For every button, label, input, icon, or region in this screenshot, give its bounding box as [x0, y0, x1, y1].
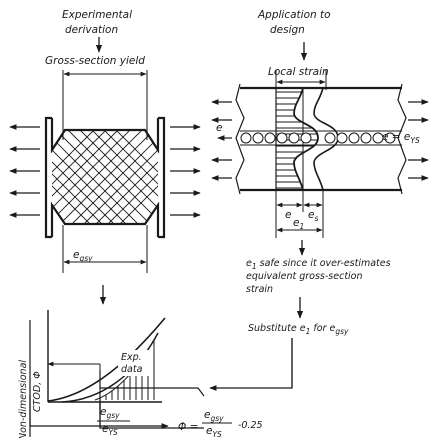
left-load-arrows — [9, 124, 40, 218]
chart-xlabel-den: eYS — [102, 423, 118, 437]
chart-ylabel-line2: CTOD, Φ — [32, 371, 43, 412]
svg-text:strain: strain — [246, 284, 273, 295]
chart-to-formula-line — [99, 387, 205, 397]
right-title: Application to design — [257, 9, 331, 36]
exp-data-label-line2: data — [121, 364, 143, 375]
formula: Φ = egsy eYS -0.25 — [178, 409, 263, 438]
applied-strain-label-left: e — [216, 122, 222, 134]
plate — [235, 83, 407, 195]
strain-profile — [293, 87, 319, 191]
chart-ylabel-line1: Non-dimensional — [18, 360, 29, 438]
chart-xlabel: egsy — [97, 406, 130, 422]
right-load-arrows-left-panel — [170, 124, 201, 218]
right-title-line1: Application to — [257, 9, 331, 21]
formula-lhs: Φ = — [178, 421, 198, 433]
left-title-line2: derivation — [65, 24, 118, 36]
es-dim-label: es — [308, 209, 318, 223]
e1-dim-label: e1 — [293, 217, 304, 231]
exp-data-label-bg — [118, 350, 150, 376]
left-title-line1: Experimental — [62, 9, 132, 21]
svg-text:egsy: egsy — [100, 406, 120, 420]
top-dimension — [62, 70, 148, 140]
right-title-line2: design — [270, 24, 305, 36]
formula-num: egsy — [204, 409, 224, 423]
weld-bead — [240, 130, 402, 146]
ctod-chart: Non-dimensional CTOD, Φ Exp. data — [18, 310, 166, 438]
design-load-arrows-left — [211, 99, 232, 181]
gross-section-yield-label: Gross-section yield — [45, 55, 145, 67]
yield-mesh — [52, 130, 158, 224]
formula-tail: -0.25 — [238, 420, 263, 431]
local-strain-dimension — [275, 70, 327, 90]
egsy-dimension — [62, 225, 148, 273]
substitute-label: Substitute e1 for egsy — [248, 323, 349, 336]
applied-strain-label-right: e = eYS — [382, 131, 420, 145]
safety-note: e1 safe since it over-estimates equivale… — [246, 258, 391, 295]
egsy-label: egsy — [73, 249, 93, 263]
design-load-arrows-right — [408, 99, 429, 181]
local-strain-label: Local strain — [268, 66, 329, 78]
design-curve — [47, 317, 166, 402]
specimen — [44, 116, 166, 239]
strain-dimensions — [275, 190, 324, 238]
svg-text:e1 safe since it over-estimate: e1 safe since it over-estimates — [246, 258, 391, 271]
formula-den: eYS — [206, 425, 222, 438]
axis-to-formula-line — [29, 320, 169, 429]
e-dim-label: e — [285, 209, 291, 221]
svg-text:equivalent gross-section: equivalent gross-section — [246, 271, 363, 282]
left-title: Experimental derivation — [62, 9, 132, 36]
exp-data-label-line1: Exp. — [121, 352, 142, 363]
